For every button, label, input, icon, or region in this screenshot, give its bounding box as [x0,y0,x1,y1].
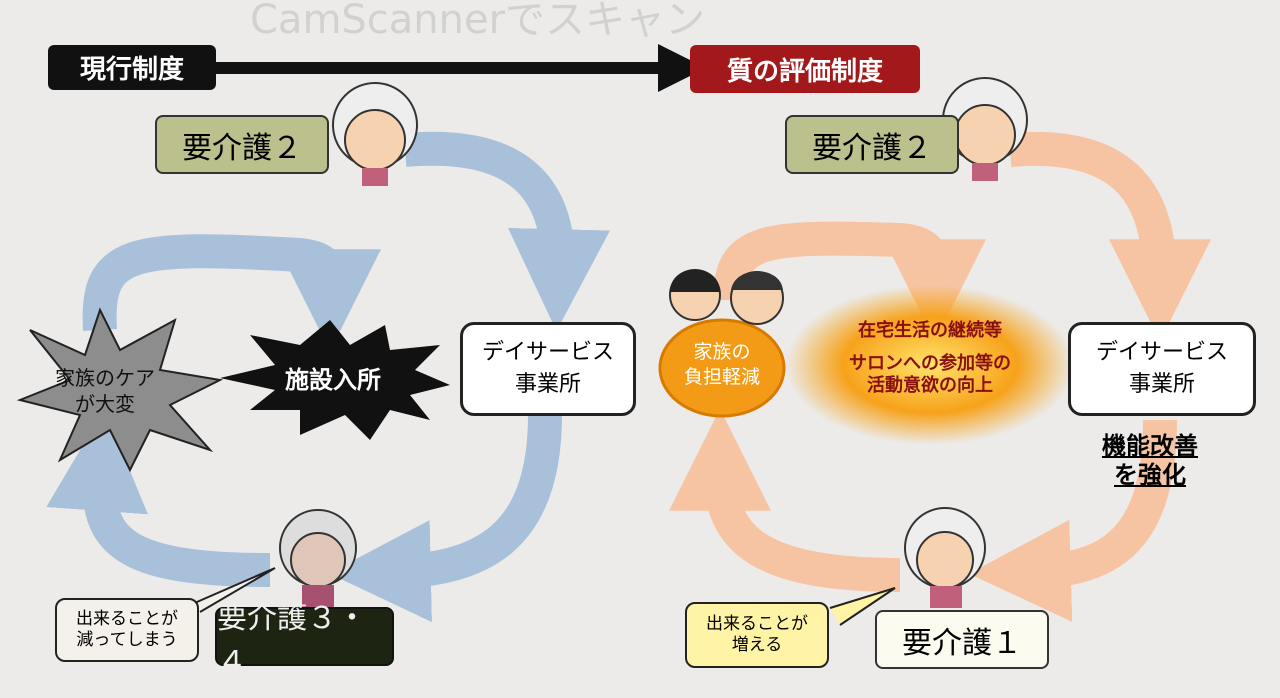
benefit-line: サロンへの参加等の [849,352,1011,374]
orange-arrow-bottom [968,419,1177,622]
watermark: CamScannerでスキャン [250,0,706,43]
elderly-face-icon-right-top [942,77,1028,181]
benefits-label: 在宅生活の継続等 サロンへの参加等の 活動意欲の向上 [815,320,1045,398]
orange-arrow-upper [713,221,986,342]
elderly-face-icon-left-top [332,82,418,186]
quality-system-title: 質の評価制度 [690,45,920,93]
day-service-label: 事業所 [1128,372,1195,397]
benefit-line: 在宅生活の継続等 [858,320,1002,341]
elderly-face-icon-left-bottom [279,509,357,610]
family-relief-label: 家族の 負担軽減 [662,340,782,389]
bubble-tail-right [829,587,896,626]
current-day-service-box: デイサービス 事業所 [460,322,636,416]
family-burden-line: が大変 [75,392,135,416]
starburst-family [16,307,224,473]
current-bottom-level: 要介護３・４ [215,601,394,680]
family-relief-line: 家族の [693,341,751,363]
family-faces-icon [669,269,784,325]
day-service-label: デイサービス [1095,340,1228,366]
quality-day-service-box: デイサービス 事業所 [1068,322,1256,416]
orange-arrow-top [1008,131,1211,342]
elderly-face-icon-right-bottom [904,507,986,608]
bubble-tail-left [189,567,276,613]
quality-top-level: 要介護２ [785,115,959,174]
day-service-label: デイサービス [481,340,614,366]
facility-label: 施設入所 [285,366,381,394]
blue-arrow-inner [46,408,271,587]
blue-arrow-top [403,131,610,332]
family-burden-line: 家族のケア [55,366,155,390]
strengthen-line: 機能改善 [1102,432,1198,460]
strengthen-label: 機能改善 を強化 [1085,432,1215,490]
glow-burst [785,285,1075,445]
decline-bubble: 出来ることが 減ってしまう [55,598,199,662]
blue-arrow-bottom [328,414,562,623]
bubble-line: 出来ることが [706,613,808,634]
family-burden-label: 家族のケア が大変 [30,365,180,417]
quality-bottom-level: 要介護１ [875,610,1049,669]
benefit-line: 活動意欲の向上 [867,375,993,396]
day-service-label: 事業所 [514,372,581,397]
current-top-level: 要介護２ [155,115,329,174]
orange-arrow-left [669,408,901,592]
family-relief-line: 負担軽減 [683,365,760,388]
bubble-line: 減ってしまう [76,630,178,650]
current-system-title: 現行制度 [48,45,216,90]
blue-arrow-left [82,234,381,352]
strengthen-line: を強化 [1114,460,1186,489]
starburst-facility [220,320,450,440]
bubble-line: 出来ることが [76,608,178,629]
family-circle [658,318,786,418]
improve-bubble: 出来ることが 増える [685,602,829,668]
bubble-line: 増える [731,635,783,655]
